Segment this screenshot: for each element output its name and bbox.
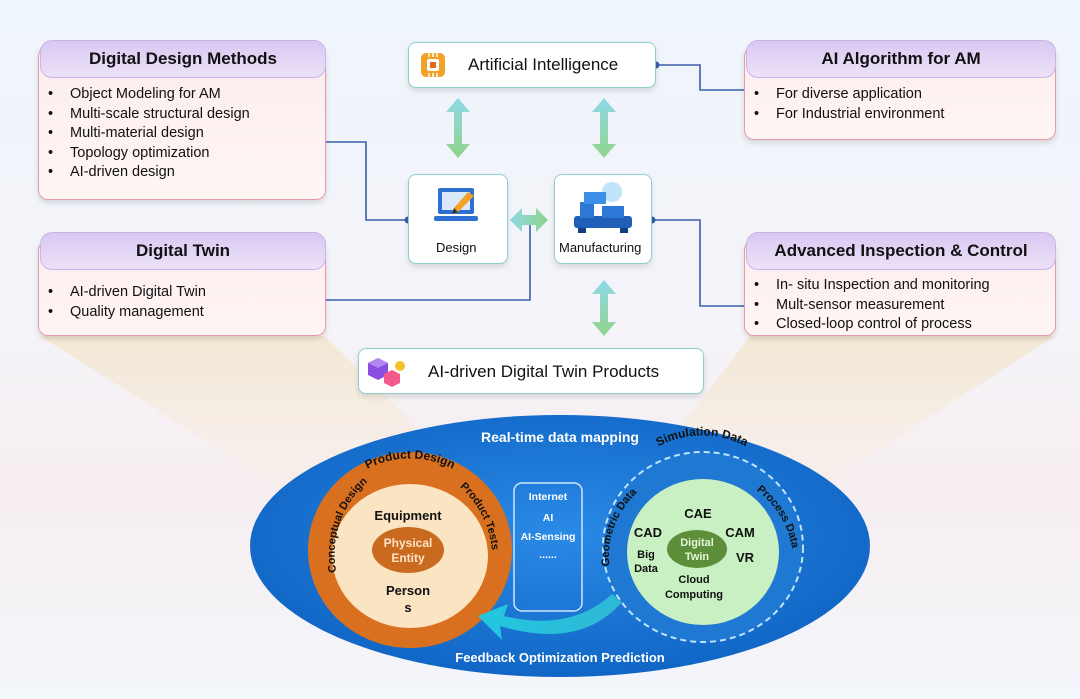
inspection-list: In- situ Inspection and monitoring Mult-… [754, 276, 990, 335]
digital-twin-line2: Twin [685, 551, 710, 563]
digital-twin-line1: Digital [680, 537, 714, 549]
middle-item-internet: Internet [529, 491, 568, 503]
cloud-line1: Cloud [678, 574, 709, 586]
middle-item-ai: AI [543, 512, 554, 524]
list-item: Mult-sensor measurement [754, 296, 990, 316]
list-item: For Industrial environment [754, 105, 944, 125]
physical-entity-line2: Entity [391, 551, 425, 565]
cam-label: CAM [725, 525, 755, 540]
middle-data-column [513, 482, 583, 612]
physical-entity-line1: Physical [384, 536, 433, 550]
list-item: Closed-loop control of process [754, 315, 990, 335]
ai-algorithm-title: AI Algorithm for AM [746, 40, 1056, 78]
list-item: For diverse application [754, 85, 944, 105]
persons-line1: Person [386, 583, 430, 598]
manufacturing-label: Manufacturing [559, 240, 642, 255]
feedback-arrow [478, 594, 622, 640]
list-item: Multi-scale structural design [48, 105, 250, 125]
list-item: AI-driven Digital Twin [48, 283, 206, 303]
cubes-icon [368, 358, 405, 387]
design-methods-list: Object Modeling for AM Multi-scale struc… [48, 85, 250, 183]
ai-algorithm-list: For diverse application For Industrial e… [754, 85, 944, 124]
arrow-manufacturing-products [592, 280, 616, 336]
cae-label: CAE [684, 506, 712, 521]
list-item: Object Modeling for AM [48, 85, 250, 105]
feedback-label: Feedback Optimization Prediction [455, 650, 665, 665]
artificial-intelligence-box [408, 42, 656, 88]
design-label: Design [436, 240, 477, 255]
arrow-ai-design [446, 98, 470, 158]
list-item: Quality management [48, 303, 206, 323]
design-methods-title: Digital Design Methods [40, 40, 326, 78]
big-data-line2: Data [634, 563, 659, 575]
products-label: AI-driven Digital Twin Products [428, 362, 660, 381]
physical-core [372, 527, 444, 573]
list-item: Multi-material design [48, 124, 250, 144]
products-box [358, 348, 704, 394]
list-item: Topology optimization [48, 144, 250, 164]
persons-line2: s [404, 600, 411, 615]
big-data-line1: Big [637, 549, 655, 561]
list-item: AI-driven design [48, 163, 250, 183]
real-time-mapping-label: Real-time data mapping [481, 429, 639, 445]
middle-item-ellipsis: ...... [539, 549, 557, 561]
inspection-title: Advanced Inspection & Control [746, 232, 1056, 270]
arrow-design-manufacturing [510, 208, 548, 232]
vr-label: VR [736, 550, 755, 565]
cloud-line2: Computing [665, 589, 723, 601]
list-item: In- situ Inspection and monitoring [754, 276, 990, 296]
arrow-ai-manufacturing [592, 98, 616, 158]
printer-3d-icon [574, 182, 632, 233]
digital-twin-title: Digital Twin [40, 232, 326, 270]
cad-label: CAD [634, 525, 662, 540]
laptop-pen-icon [434, 188, 478, 221]
connector-lines [326, 64, 745, 307]
artificial-intelligence-label: Artificial Intelligence [468, 55, 619, 74]
digital-twin-list: AI-driven Digital Twin Quality managemen… [48, 283, 206, 322]
ai-chip-icon [421, 53, 445, 77]
equipment-label: Equipment [374, 508, 442, 523]
middle-item-ai-sensing: AI-Sensing [521, 531, 576, 543]
virtual-core [667, 530, 727, 568]
